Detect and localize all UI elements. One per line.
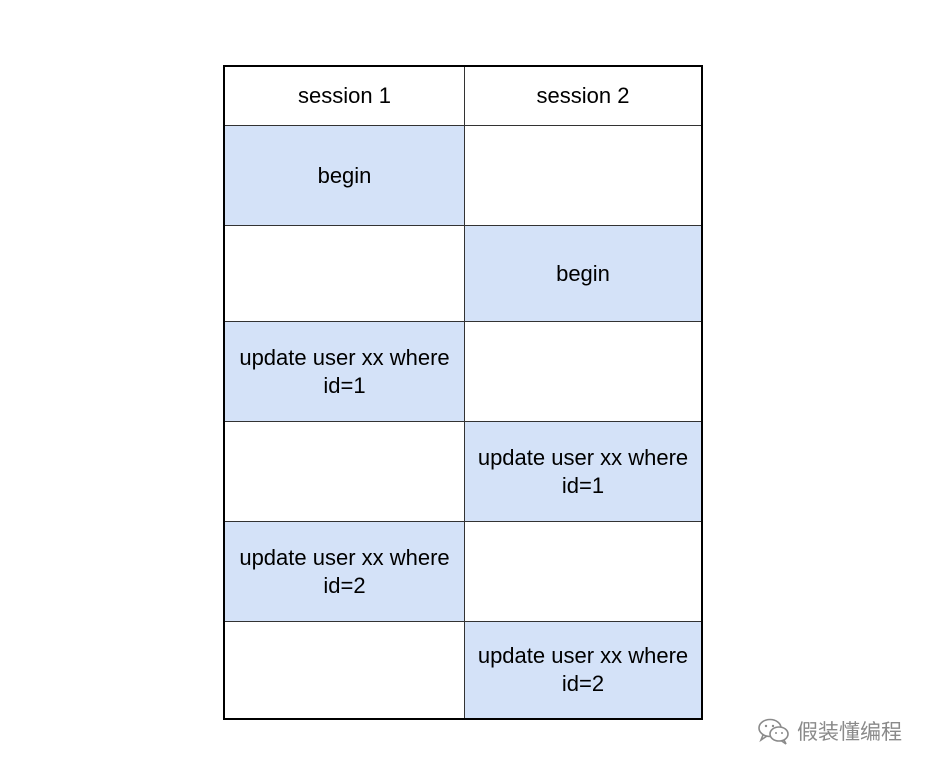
row-divider [225,321,701,322]
row-2-session-1-cell [225,226,464,321]
watermark: 假装懂编程 [757,716,902,746]
row-6-session-2-cell: update user xx where id=2 [465,622,701,718]
row-1-session-1-cell: begin [225,126,464,225]
session-table: session 1 session 2 begin begin update u… [223,65,703,720]
wechat-icon [757,717,791,745]
row-divider [225,621,701,622]
row-5-session-2-cell [465,522,701,621]
header-session-2: session 2 [536,83,630,108]
column-divider [464,67,465,718]
row-5-session-1-cell: update user xx where id=2 [225,522,464,621]
row-divider [225,225,701,226]
row-1-session-2-cell [465,126,701,225]
row-6-session-1-cell [225,622,464,718]
watermark-text: 假装懂编程 [797,720,902,744]
header-session-1: session 1 [298,83,391,108]
row-2-session-2-cell: begin [465,226,701,321]
row-divider [225,421,701,422]
row-divider [225,125,701,126]
row-3-session-2-cell [465,322,701,421]
row-4-session-2-cell: update user xx where id=1 [465,422,701,521]
row-3-session-1-cell: update user xx where id=1 [225,322,464,421]
row-divider [225,521,701,522]
row-4-session-1-cell [225,422,464,521]
